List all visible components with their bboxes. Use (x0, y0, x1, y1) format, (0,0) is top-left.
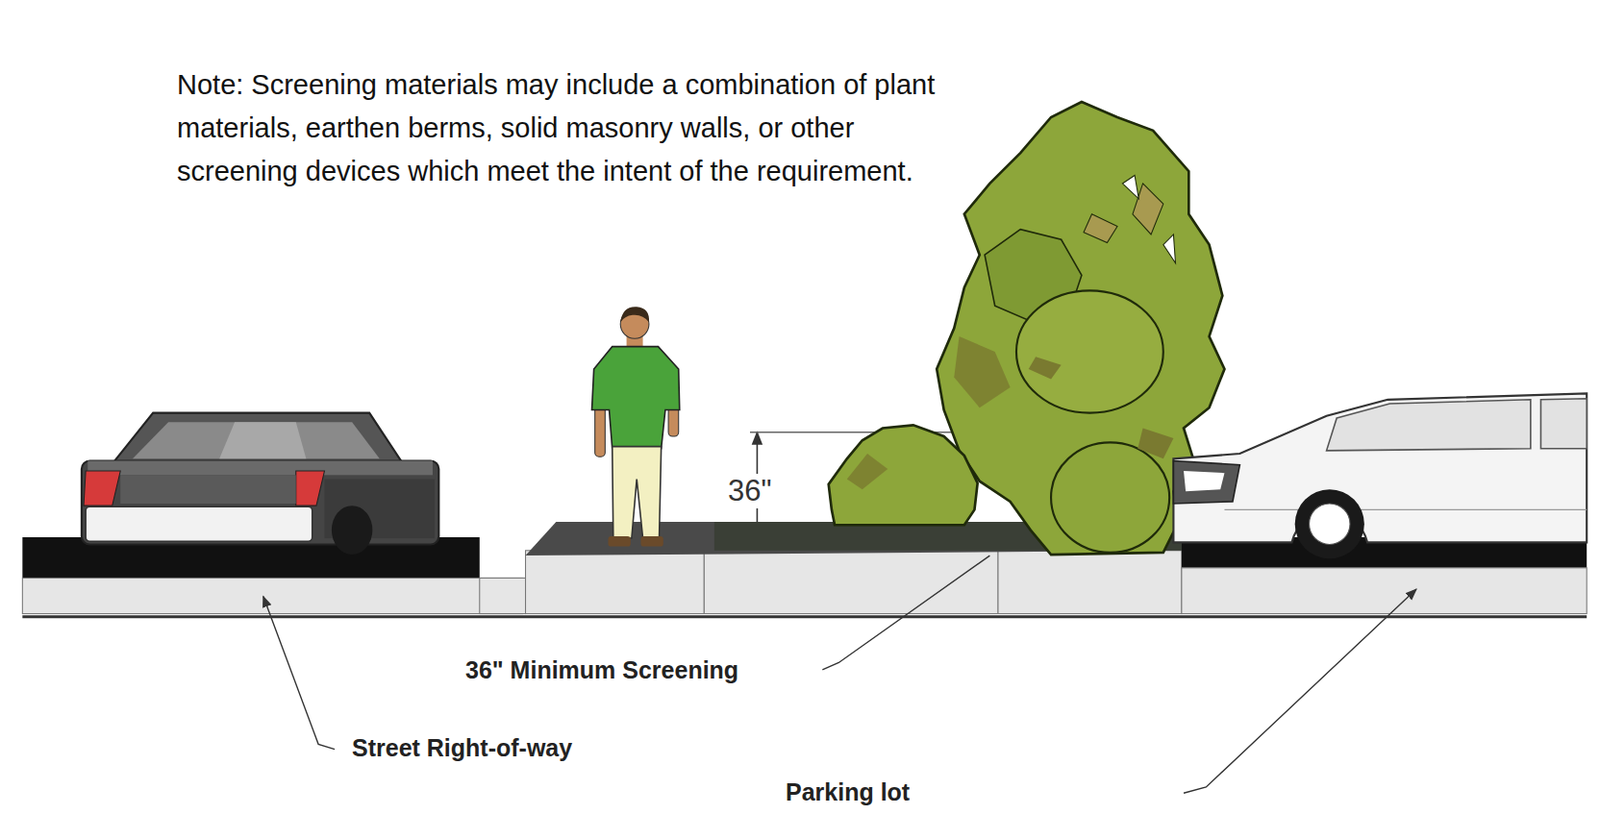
screening-shrub-part (847, 453, 888, 490)
ground-section-part (479, 577, 526, 614)
street-car-part (331, 505, 373, 555)
street-car-part (87, 460, 433, 475)
street-car-part (132, 422, 380, 459)
parked-car-part (1224, 509, 1587, 511)
screening-shrub (828, 425, 978, 525)
screening-tree-part (1083, 214, 1118, 244)
pedestrian-part (595, 405, 606, 457)
screening-tree-part (1050, 442, 1170, 553)
ground-section-part (1181, 568, 1587, 615)
parked-car-part (1326, 400, 1531, 451)
pedestrian (592, 306, 680, 547)
leader-lines-part (263, 597, 335, 750)
street-car-part (81, 460, 439, 545)
parked-car-part (1295, 489, 1365, 559)
ground-section-part (703, 550, 705, 615)
street-car-part (296, 471, 325, 506)
leader-lines (263, 555, 1417, 794)
note-text: Note: Screening materials may include a … (176, 63, 947, 194)
street-car-part (120, 475, 297, 504)
street-car (81, 413, 439, 555)
street-car-part (112, 413, 403, 465)
ground-section-part (22, 615, 1587, 619)
ground-section-part (997, 550, 999, 615)
screening-tree-part (1163, 234, 1176, 264)
screening-tree-part (953, 336, 1010, 408)
callout-label: Parking lot (783, 778, 912, 807)
screening-tree-part (1122, 175, 1139, 199)
pedestrian-part (612, 447, 662, 539)
pedestrian-part (640, 536, 663, 548)
pedestrian-part (620, 306, 650, 323)
parked-car-part (1183, 471, 1225, 492)
street-car-part (85, 506, 313, 542)
dimension-label: 36" (725, 474, 775, 509)
pedestrian-part (607, 536, 630, 548)
street-car-part (219, 422, 306, 459)
parked-car (1173, 393, 1587, 559)
callout-label: Street Right-of-way (350, 734, 575, 763)
ground-section-part (22, 577, 523, 614)
screening-shrub-part (828, 425, 978, 525)
leader-lines-part (822, 555, 990, 671)
parked-car-part (1309, 503, 1350, 545)
callout-label: 36" Minimum Screening (463, 656, 741, 685)
screening-tree-part (1016, 290, 1164, 413)
parked-car-part (1540, 399, 1587, 450)
parked-car-part (1173, 393, 1587, 543)
street-car-part (83, 471, 121, 506)
parked-car-part (1173, 460, 1240, 504)
pedestrian-part (592, 347, 680, 450)
leader-lines-part (1183, 589, 1417, 794)
ground-section-part (525, 550, 1182, 615)
screening-tree-part (1137, 428, 1174, 460)
screening-tree-part (1028, 356, 1062, 379)
